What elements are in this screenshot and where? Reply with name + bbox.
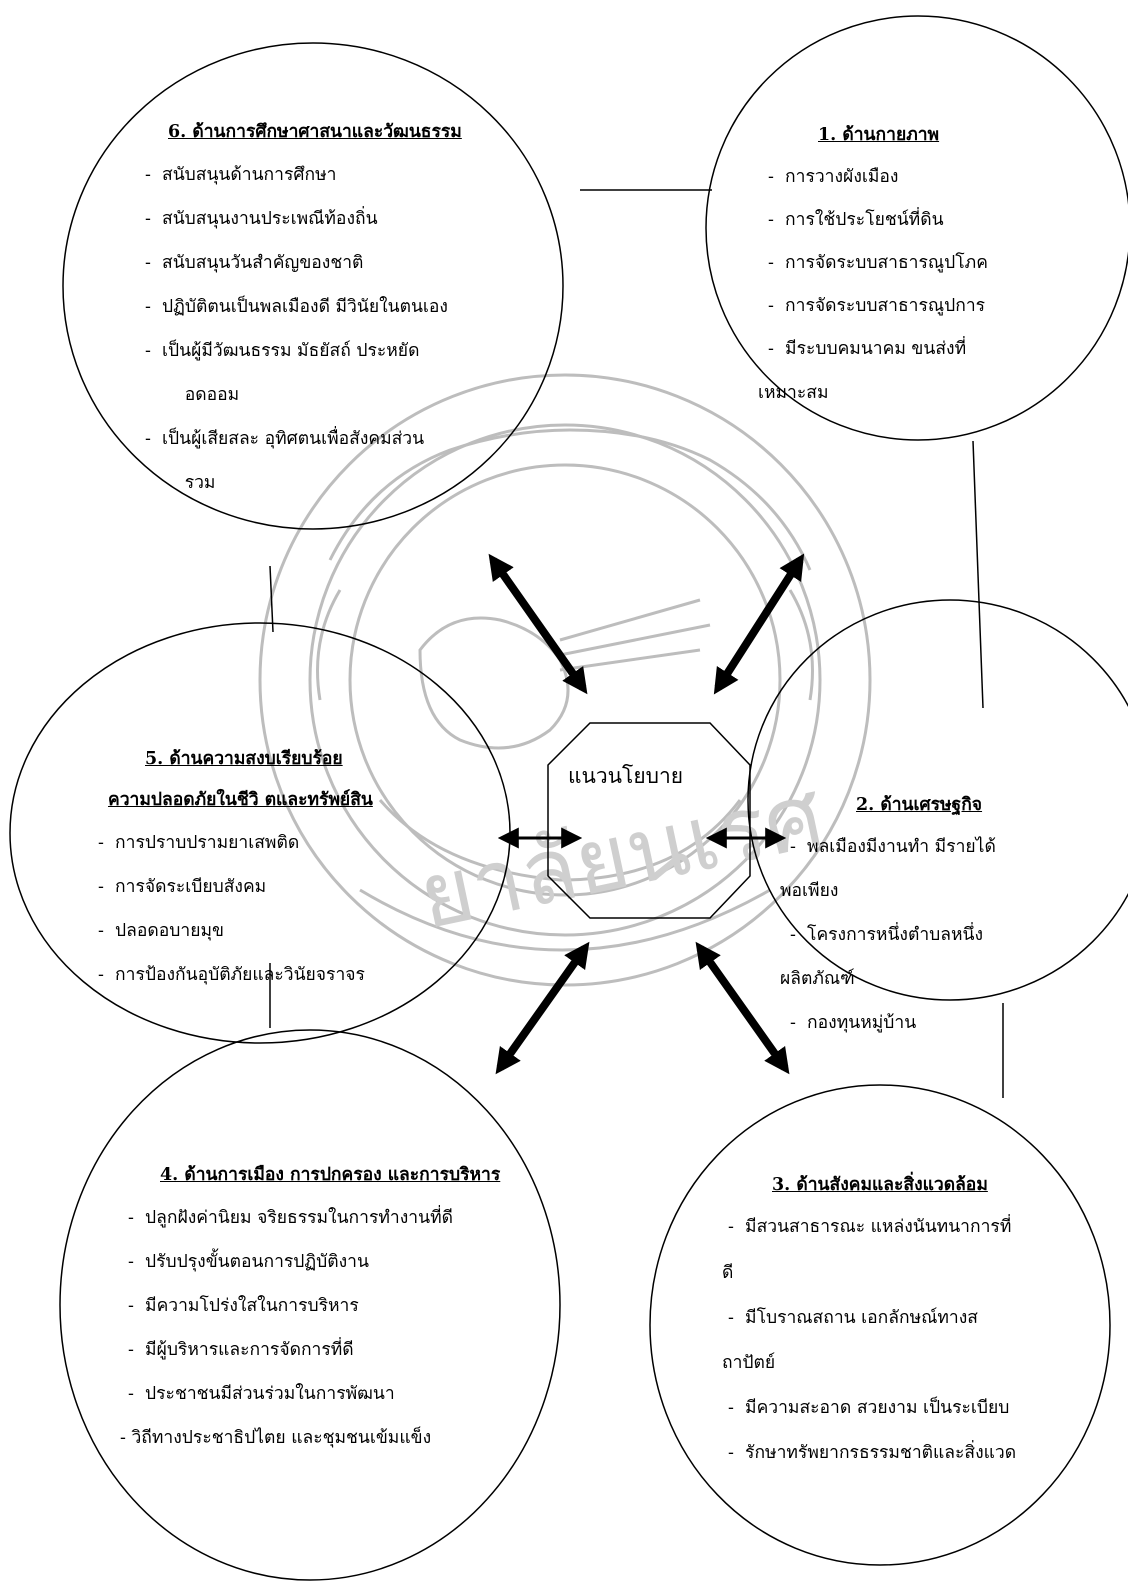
circle-4 — [59, 1029, 561, 1581]
list-item: - การป้องกันอุบัติภัยและวินัยจราจร — [98, 965, 365, 985]
circles — [9, 15, 1128, 1581]
list-item: - การวางผังเมือง — [768, 167, 899, 187]
c6-title: 6. ด้านการศึกษาศาสนาและวัฒนธรรม — [168, 122, 462, 142]
list-item: พอเพียง — [780, 881, 839, 901]
c5-title: 5. ด้านความสงบเรียบร้อย — [145, 749, 343, 769]
list-item: เหมาะสม — [758, 383, 829, 403]
circle-2 — [747, 599, 1128, 1001]
c2-title: 2. ด้านเศรษฐกิจ — [856, 795, 983, 815]
list-item: - สนับสนุนด้านการศึกษา — [145, 165, 337, 185]
list-item: - กองทุนหมู่บ้าน — [790, 1013, 917, 1033]
list-item: - เป็นผู้เสียสละ อุทิศตนเพื่อสังคมส่วน — [145, 429, 425, 449]
arrow-center-to-4 — [495, 941, 590, 1075]
arrows — [488, 553, 805, 1075]
list-item: - มีสวนสาธารณะ แหล่งนันทนาการที่ — [728, 1217, 1012, 1237]
list-item: - การปราบปรามยาเสพติด — [98, 833, 300, 853]
list-item: - ประชาชนมีส่วนร่วมในการพัฒนา — [128, 1384, 395, 1404]
list-item: - ปลูกฝังค่านิยม จริยธรรมในการทำงานที่ดี — [128, 1208, 453, 1228]
list-item: ดี — [722, 1263, 734, 1283]
c1-title: 1. ด้านกายภาพ — [818, 125, 940, 145]
list-item: - การใช้ประโยชน์ที่ดิน — [768, 210, 944, 230]
list-item: - มีระบบคมนาคม ขนส่งที่ — [768, 339, 967, 359]
circle-3 — [649, 1084, 1111, 1566]
list-item: - มีโบราณสถาน เอกลักษณ์ทางส — [728, 1308, 978, 1328]
line-1-to-2 — [972, 440, 984, 709]
arrow-center-to-6 — [488, 553, 588, 695]
list-item: ถาปัตย์ — [722, 1353, 776, 1373]
list-item: - การจัดระเบียบสังคม — [98, 877, 267, 897]
arrow-center-to-3 — [695, 941, 790, 1075]
list-item: - สนับสนุนวันสำคัญของชาติ — [145, 253, 364, 273]
list-item: - มีผู้บริหารและการจัดการที่ดี — [128, 1340, 354, 1360]
c5-title-line2: ความปลอดภัยในชีวิ ตและทรัพย์สิน — [108, 790, 373, 810]
list-item: - พลเมืองมีงานทำ มีรายได้ — [790, 837, 996, 857]
list-item: - การจัดระบบสาธารณูปโภค — [768, 253, 988, 273]
center-label: แนวนโยบาย — [568, 764, 684, 788]
list-item: - เป็นผู้มีวัฒนธรรม มัธยัสถ์ ประหยัด — [145, 341, 420, 361]
list-item: - มีความสะอาด สวยงาม เป็นระเบียบ — [728, 1398, 1010, 1418]
arrow-center-to-1 — [713, 553, 805, 695]
list-item: - ปลอดอบายมุข — [98, 921, 224, 941]
list-item: - โครงการหนึ่งตำบลหนึ่ง — [790, 925, 984, 945]
list-item: ผลิตภัณฑ์ — [780, 969, 855, 989]
list-item: - รักษาทรัพยากรธรรมชาติและสิ่งแวด — [728, 1443, 1017, 1463]
list-item: - ปฏิบัติตนเป็นพลเมืองดี มีวินัยในตนเอง — [145, 297, 448, 317]
line-6-to-5 — [269, 565, 274, 633]
c4-title: 4. ด้านการเมือง การปกครอง และการบริหาร — [160, 1165, 501, 1185]
list-item: - มีความโปร่งใสในการบริหาร — [128, 1296, 359, 1316]
c3-title: 3. ด้านสังคมและสิ่งแวดล้อม — [772, 1175, 988, 1195]
list-item: - วิถีทางประชาธิปไตย และชุมชนเข้มแข็ง — [120, 1428, 432, 1448]
list-item: รวม — [168, 473, 216, 493]
circle-6 — [62, 42, 564, 530]
list-item: อดออม — [168, 385, 240, 405]
list-item: - สนับสนุนงานประเพณีท้องถิ่น — [145, 209, 378, 229]
center-octagon — [547, 722, 751, 919]
list-item: - ปรับปรุงขั้นตอนการปฏิบัติงาน — [128, 1252, 369, 1272]
connector-lines — [269, 189, 1004, 1098]
circle-1 — [705, 15, 1128, 441]
list-item: - การจัดระบบสาธารณูปการ — [768, 296, 986, 316]
